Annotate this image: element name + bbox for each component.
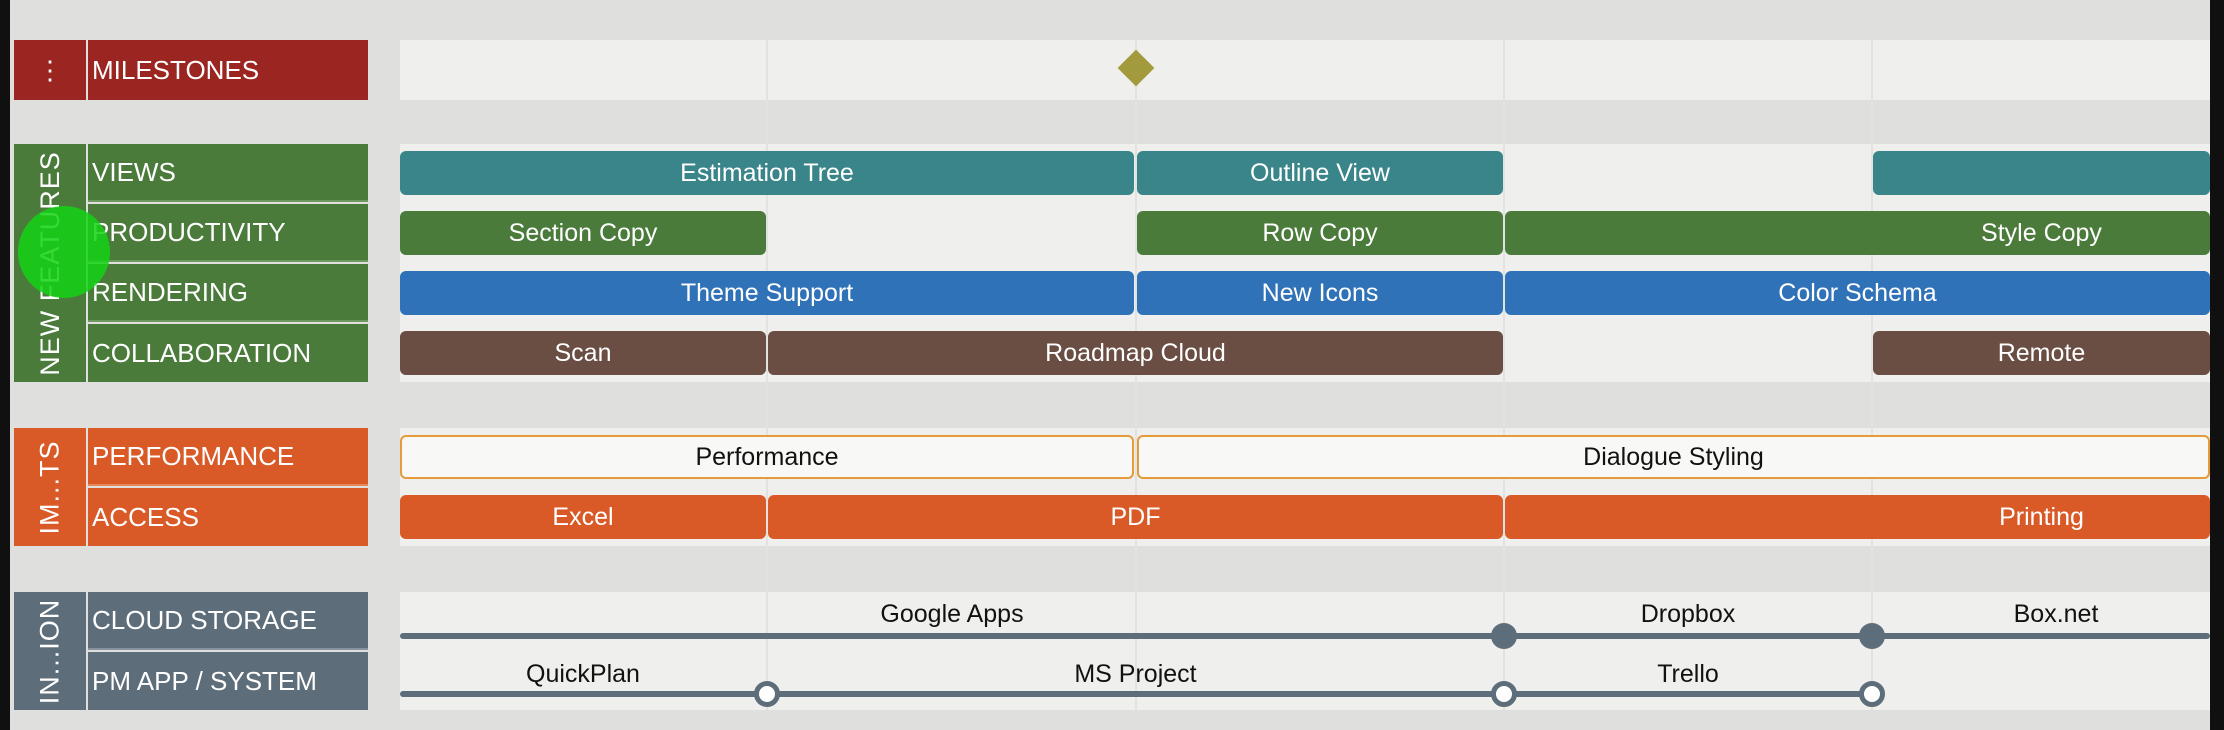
row-label-performance[interactable]: PERFORMANCE <box>88 428 368 486</box>
bar-excel[interactable]: Excel <box>400 495 766 539</box>
row-label-text: COLLABORATION <box>92 337 312 368</box>
segment-dropbox[interactable]: Dropbox <box>1640 600 1736 628</box>
row-label-access[interactable]: ACCESS <box>88 488 368 546</box>
bar-performance[interactable]: Performance <box>400 435 1134 479</box>
timeline-node[interactable] <box>1859 681 1885 707</box>
row-label-rendering[interactable]: RENDERING <box>88 264 368 322</box>
bar-remote[interactable]: Remote <box>1873 331 2210 375</box>
row-label-productivity[interactable]: PRODUCTIVITY <box>88 204 368 262</box>
row-label-text: PERFORMANCE <box>92 440 295 471</box>
group-header-integration[interactable]: IN...ION <box>14 592 86 710</box>
bar-dialogue-styling[interactable]: Dialogue Styling <box>1137 435 2210 479</box>
row-label-text: PRODUCTIVITY <box>92 216 286 247</box>
bar-outline-view[interactable]: Outline View <box>1137 151 1503 195</box>
bar-section-copy[interactable]: Section Copy <box>400 211 766 255</box>
milestones-menu-button[interactable]: ⋮ <box>14 40 86 100</box>
row-label-text: RENDERING <box>92 276 249 307</box>
bar-new-icons[interactable]: New Icons <box>1137 271 1503 315</box>
window-frame-right <box>2210 0 2224 730</box>
row-label-text: PM APP / SYSTEM <box>92 665 317 696</box>
timeline-node[interactable] <box>1491 681 1517 707</box>
grid-line <box>1503 40 1505 710</box>
timeline-node[interactable] <box>1491 623 1517 649</box>
milestones-lane <box>400 40 2210 100</box>
row-label-cloud-storage[interactable]: CLOUD STORAGE <box>88 592 368 650</box>
bar-pdf[interactable]: PDF <box>768 495 1503 539</box>
bar-estimation-tree[interactable]: Estimation Tree <box>400 151 1134 195</box>
window-frame-left <box>0 0 10 730</box>
segment-quickplan[interactable]: QuickPlan <box>526 660 640 688</box>
row-label-milestones[interactable]: MILESTONES <box>88 40 368 100</box>
bar-style-copy[interactable]: Style Copy <box>1505 211 2210 255</box>
row-label-text: CLOUD STORAGE <box>92 604 317 635</box>
bar-row-copy[interactable]: Row Copy <box>1137 211 1503 255</box>
bar-roadmap-cloud[interactable]: Roadmap Cloud <box>768 331 1503 375</box>
bar-scan[interactable]: Scan <box>400 331 766 375</box>
grid-line <box>1135 40 1137 710</box>
row-label-collaboration[interactable]: COLLABORATION <box>88 324 368 382</box>
row-label-views[interactable]: VIEWS <box>88 144 368 202</box>
more-vertical-icon: ⋮ <box>37 54 63 85</box>
group-title: IN...ION <box>34 598 65 704</box>
timeline-node[interactable] <box>754 681 780 707</box>
bar-printing[interactable]: Printing <box>1505 495 2210 539</box>
bar-color-schema[interactable]: Color Schema <box>1505 271 2210 315</box>
touch-indicator <box>18 206 110 298</box>
segment-box-net[interactable]: Box.net <box>2013 600 2099 628</box>
segment-ms-project[interactable]: MS Project <box>1074 660 1197 688</box>
row-label-text: VIEWS <box>92 156 176 187</box>
integration-lane <box>400 592 2210 710</box>
timeline-line <box>400 691 1870 697</box>
timeline-line <box>400 633 2210 639</box>
bar-theme-support[interactable]: Theme Support <box>400 271 1134 315</box>
segment-google-apps[interactable]: Google Apps <box>880 600 1024 628</box>
segment-trello[interactable]: Trello <box>1657 660 1719 688</box>
grid-line <box>766 40 768 710</box>
row-label-text: ACCESS <box>92 501 199 532</box>
row-label-text: MILESTONES <box>92 54 260 85</box>
grid-line <box>1871 40 1873 710</box>
row-label-pm-app[interactable]: PM APP / SYSTEM <box>88 652 368 710</box>
timeline-node[interactable] <box>1859 623 1885 649</box>
group-title: IM...TS <box>34 440 65 534</box>
group-header-improvements[interactable]: IM...TS <box>14 428 86 546</box>
bar-views-next[interactable] <box>1873 151 2210 195</box>
